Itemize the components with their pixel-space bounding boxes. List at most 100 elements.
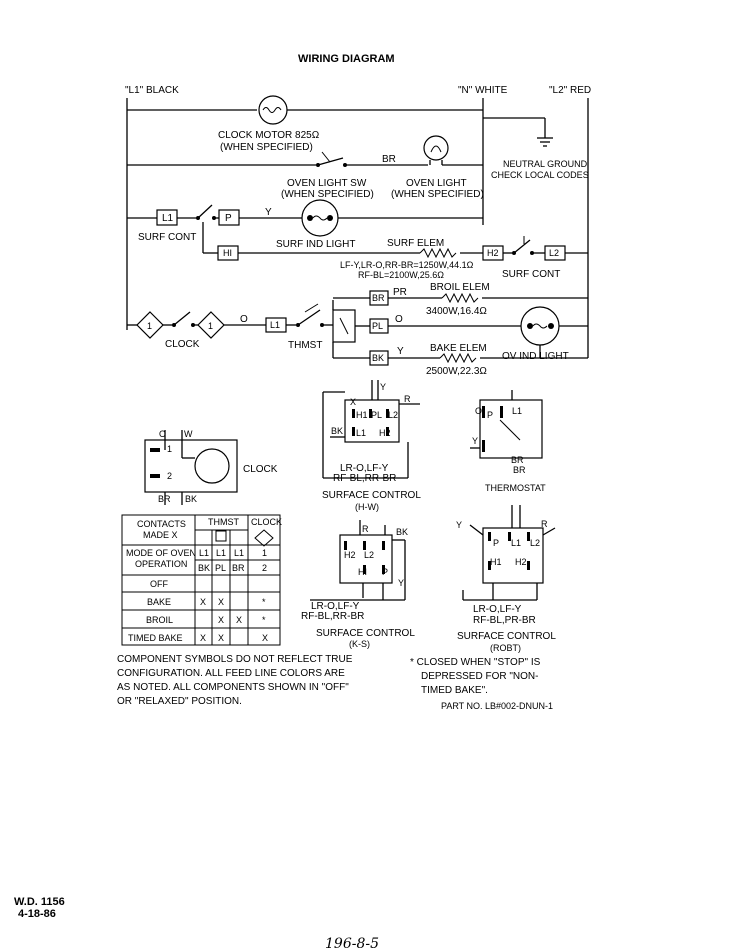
oven-light-switch-label: OVEN LIGHT SW <box>287 178 367 189</box>
robt-term-h1: H1 <box>490 557 502 567</box>
broil-elem-label: BROIL ELEM <box>430 282 490 293</box>
robt-title: SURFACE CONTROL <box>457 631 556 642</box>
hw-title: SURFACE CONTROL <box>322 490 421 501</box>
ks-title: SURFACE CONTROL <box>316 628 415 639</box>
clock-contact-2-icon: 1 <box>197 311 225 339</box>
bake-elem-rating: 2500W,22.3Ω <box>426 366 487 377</box>
robt-term-l1: L1 <box>511 538 521 548</box>
table-mode-label-2: OPERATION <box>135 559 187 569</box>
rail-l1-label: "L1" BLACK <box>125 85 179 96</box>
terminal-pl-label: PL <box>372 321 383 331</box>
thermostat-term-p: P <box>487 410 493 420</box>
hw-mark: X <box>350 397 356 407</box>
wire-y-label-1: Y <box>265 207 272 218</box>
table-sub-2: L1 <box>216 548 226 558</box>
note-left-3: AS NOTED. ALL COMPONENTS SHOWN IN "OFF" <box>117 682 349 693</box>
thermostat-detail <box>470 390 543 459</box>
rail-l2-label: "L2" RED <box>549 85 591 96</box>
terminal-l1-thmst-label: L1 <box>270 320 280 330</box>
thermostat-sub: BR <box>513 465 526 475</box>
surf-elem-label: SURF ELEM <box>387 238 444 249</box>
table-row-timed-c2: X <box>218 633 224 643</box>
clock-contact-1-icon: 1 <box>136 311 164 339</box>
table-row-timed-bake: TIMED BAKE <box>128 633 183 643</box>
surf-elem-rating-1: LF-Y,LR-O,RR-BR=1250W,44.1Ω <box>340 260 474 270</box>
hw-code: (H-W) <box>355 502 379 512</box>
robt-term-h2: H2 <box>515 557 527 567</box>
diagram-title: WIRING DIAGRAM <box>298 53 395 65</box>
oven-ind-light-icon <box>520 306 560 346</box>
robt-wire-r: R <box>541 519 548 529</box>
table-row-broil: BROIL <box>146 615 173 625</box>
terminal-hi-label: HI <box>223 248 232 258</box>
table-row-broil-c2: X <box>218 615 224 625</box>
clock-motor-label: CLOCK MOTOR 825Ω <box>218 130 320 141</box>
hw-wire-r: R <box>404 394 411 404</box>
table-sub2-2: PL <box>215 563 226 573</box>
clock-motor-icon <box>258 95 288 125</box>
svg-text:1: 1 <box>208 321 213 331</box>
hw-sub-1: LR-O,LF-Y <box>340 463 389 474</box>
rail-n-label: "N" WHITE <box>458 85 508 96</box>
terminal-h2-label: H2 <box>487 248 499 258</box>
surf-cont-right-label: SURF CONT <box>502 269 560 280</box>
robt-code: (ROBT) <box>490 643 521 653</box>
surface-control-hw-detail <box>322 380 420 479</box>
wire-o-label: O <box>240 314 248 325</box>
surf-ind-light-label: SURF IND LIGHT <box>276 239 355 250</box>
clock-detail-br: BR <box>158 494 171 504</box>
part-number: PART NO. LB#002-DNUN-1 <box>441 701 553 711</box>
ks-term-r: R <box>362 524 369 534</box>
robt-term-p: P <box>493 538 499 548</box>
table-sub2-3: BR <box>232 563 245 573</box>
clock-detail-2: 2 <box>167 471 172 481</box>
ks-term-l2: L2 <box>364 550 374 560</box>
thermostat-switch-icon <box>296 303 324 327</box>
surf-elem-resistor <box>419 247 457 259</box>
table-sub-1: L1 <box>199 548 209 558</box>
wire-pr-label: PR <box>393 287 407 298</box>
terminal-bk-label: BK <box>372 353 384 363</box>
contacts-table <box>121 514 281 646</box>
ks-term-h2: H2 <box>344 550 356 560</box>
ground-note: CHECK LOCAL CODES <box>491 170 589 180</box>
terminal-l2-label: L2 <box>549 248 559 258</box>
surf-elem-rating-2: RF-BL=2100W,25.6Ω <box>358 270 444 280</box>
note-left-2: CONFIGURATION. ALL FEED LINE COLORS ARE <box>117 668 345 679</box>
ks-term-hi: HI <box>358 567 367 577</box>
clock-detail <box>144 430 238 505</box>
table-sub-3: L1 <box>234 548 244 558</box>
terminal-l1-left-label: L1 <box>162 213 174 224</box>
robt-term-l2: L2 <box>530 538 540 548</box>
clock-detail-label: CLOCK <box>243 464 278 475</box>
bake-elem-resistor <box>439 352 477 364</box>
table-head-thmst: THMST <box>208 517 239 527</box>
broil-elem-rating: 3400W,16.4Ω <box>426 306 487 317</box>
ks-code: (K-S) <box>349 639 370 649</box>
table-row-bake: BAKE <box>147 597 171 607</box>
thmst-label: THMST <box>288 340 322 351</box>
clock-label: CLOCK <box>165 339 200 350</box>
note-right-3: TIMED BAKE". <box>421 685 488 696</box>
hw-term-pl: PL <box>371 410 382 420</box>
table-row-broil-c4: * <box>262 615 266 625</box>
table-row-timed-c1: X <box>200 633 206 643</box>
thermostat-title: THERMOSTAT <box>485 483 546 493</box>
ground-label: NEUTRAL GROUND <box>503 159 588 169</box>
oven-light-switch-note: (WHEN SPECIFIED) <box>281 189 374 200</box>
hw-term-l1: L1 <box>356 428 366 438</box>
surface-control-robt-detail <box>462 505 556 601</box>
table-head-contacts: CONTACTS <box>137 519 186 529</box>
table-head-made-x: MADE X <box>143 530 178 540</box>
table-row-bake-c2: X <box>218 597 224 607</box>
ks-wire-y: Y <box>398 578 404 588</box>
terminal-br-label: BR <box>372 293 385 303</box>
surf-cont-switch-left-icon <box>196 204 216 220</box>
bake-elem-label: BAKE ELEM <box>430 343 487 354</box>
oven-ind-light-label: OV IND LIGHT <box>502 351 569 362</box>
hw-wire-bk: BK <box>331 426 343 436</box>
thermostat-term-br: BR <box>511 455 524 465</box>
hw-sub-2: RF-BL,RR-BR <box>333 473 396 484</box>
wire-y-label-2: Y <box>397 346 404 357</box>
table-sub2-4: 2 <box>262 563 267 573</box>
